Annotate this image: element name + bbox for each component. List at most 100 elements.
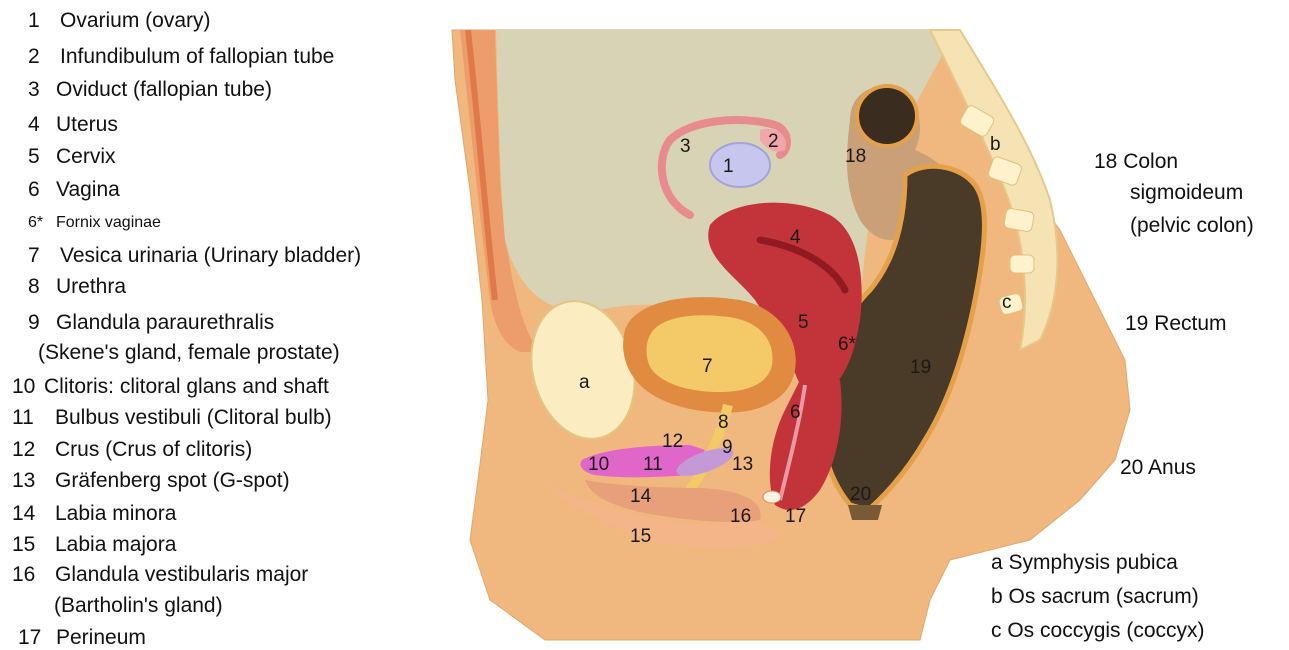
label-c: c <box>1002 292 1012 313</box>
legend-text: 19 Rectum <box>1125 312 1227 335</box>
label-16: 16 <box>730 506 751 527</box>
legend-text: Labia majora <box>55 533 176 556</box>
legend-text: Perineum <box>56 626 146 649</box>
label-8: 8 <box>718 412 729 433</box>
legend-number: 12 <box>12 438 55 462</box>
vertebra <box>1003 208 1034 233</box>
legend-text: Gräfenberg spot (G-spot) <box>55 469 290 492</box>
legend-text: sigmoideum <box>1130 181 1243 204</box>
legend-item-19: 19 Rectum <box>1125 312 1227 336</box>
legend-text: Fornix vaginae <box>56 214 161 231</box>
label-3: 3 <box>680 136 691 157</box>
legend-item-2: 2Infundibulum of fallopian tube <box>28 45 334 69</box>
label-9: 9 <box>722 437 733 458</box>
legend-text: Labia minora <box>55 502 176 525</box>
legend-item-18-line2: sigmoideum <box>1130 181 1243 205</box>
bartholin-gland <box>763 491 781 503</box>
legend-text: Cervix <box>56 145 116 168</box>
legend-item-9-continued: (Skene's gland, female prostate) <box>38 341 340 365</box>
legend-number: 18 <box>1094 150 1117 173</box>
legend-number: 4 <box>28 113 56 137</box>
label-11: 11 <box>643 454 663 475</box>
legend-number: 5 <box>28 145 56 169</box>
legend-number: 14 <box>12 502 55 526</box>
legend-number: 1 <box>28 9 60 33</box>
label-17: 17 <box>785 506 806 527</box>
legend-number: 7 <box>28 244 60 268</box>
legend-text: (Bartholin's gland) <box>54 594 223 617</box>
legend-number: 10 <box>12 375 44 399</box>
label-a: a <box>579 372 590 393</box>
legend-text: Crus (Crus of clitoris) <box>55 438 252 461</box>
legend-text: Oviduct (fallopian tube) <box>56 78 272 101</box>
legend-text: Clitoris: clitoral glans and shaft <box>44 375 329 398</box>
legend-number: 9 <box>28 311 56 335</box>
label-18: 18 <box>845 146 866 167</box>
sigmoid-lumen <box>857 86 917 146</box>
legend-number: 17 <box>18 626 56 650</box>
legend-text: Uterus <box>56 113 118 136</box>
legend-number: 13 <box>12 469 55 493</box>
legend-item-20: 20 Anus <box>1120 456 1196 480</box>
label-b: b <box>990 134 1001 155</box>
legend-letter: b <box>991 585 1003 608</box>
legend-letter: a <box>991 551 1003 574</box>
legend-text: Os sacrum (sacrum) <box>1009 585 1199 608</box>
label-7: 7 <box>702 356 713 377</box>
label-13: 13 <box>732 454 753 475</box>
label-4: 4 <box>790 227 801 248</box>
legend-text: Glandula vestibularis major <box>55 563 308 586</box>
legend-number: 6 <box>28 178 56 202</box>
label-20: 20 <box>850 484 871 505</box>
legend-text: Colon <box>1123 150 1178 173</box>
legend-number: 2 <box>28 45 60 69</box>
legend-text: Ovarium (ovary) <box>60 9 211 32</box>
legend-number: 16 <box>12 563 55 587</box>
legend-text: Infundibulum of fallopian tube <box>60 45 334 68</box>
legend-text: (pelvic colon) <box>1130 214 1254 237</box>
legend-letter: c <box>991 619 1002 642</box>
legend-text: Glandula paraurethralis <box>56 311 274 334</box>
label-6: 6 <box>790 402 801 423</box>
legend-text: Os coccygis (coccyx) <box>1007 619 1204 642</box>
legend-text: Bulbus vestibuli (Clitoral bulb) <box>55 406 332 429</box>
vertebra <box>1010 255 1034 273</box>
label-2: 2 <box>768 131 779 152</box>
ovary <box>710 143 770 187</box>
label-15: 15 <box>630 526 651 547</box>
legend-number: 3 <box>28 78 56 102</box>
bladder-lumen <box>646 315 772 392</box>
legend-number: 8 <box>28 275 56 299</box>
label-14: 14 <box>630 486 652 507</box>
legend-text: (Skene's gland, female prostate) <box>38 341 340 364</box>
legend-item-18-line3: (pelvic colon) <box>1130 214 1254 238</box>
legend-number: 15 <box>12 533 55 557</box>
legend-item-b: b Os sacrum (sacrum) <box>991 585 1199 609</box>
legend-item-a: a Symphysis pubica <box>991 551 1178 575</box>
legend-text: Vagina <box>56 178 120 201</box>
legend-item-18: 18 Colon <box>1094 150 1178 174</box>
legend-text: 20 Anus <box>1120 456 1196 479</box>
legend-text: Urethra <box>56 275 126 298</box>
label-5: 5 <box>798 312 809 333</box>
legend-item-16-continued: (Bartholin's gland) <box>54 594 223 618</box>
legend-text: Symphysis pubica <box>1009 551 1178 574</box>
label-12: 12 <box>662 431 683 452</box>
label-19: 19 <box>910 357 931 378</box>
